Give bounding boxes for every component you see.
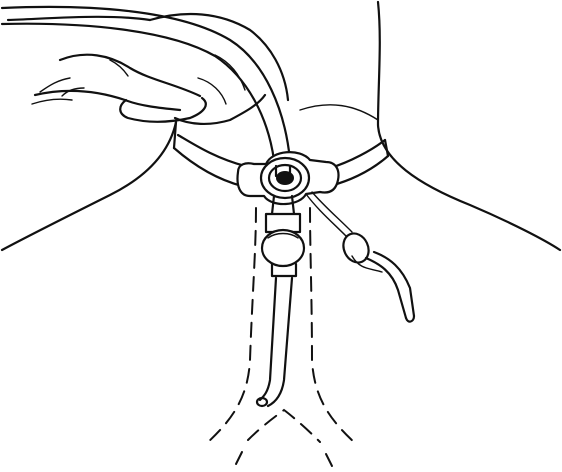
hand-icon — [8, 14, 288, 124]
tube-icon — [2, 7, 290, 176]
neck-plate-icon — [238, 152, 339, 204]
neck-shoulders-outline — [2, 2, 560, 250]
trach-tube-stem — [257, 196, 304, 406]
cuff-balloon-icon — [306, 192, 414, 322]
